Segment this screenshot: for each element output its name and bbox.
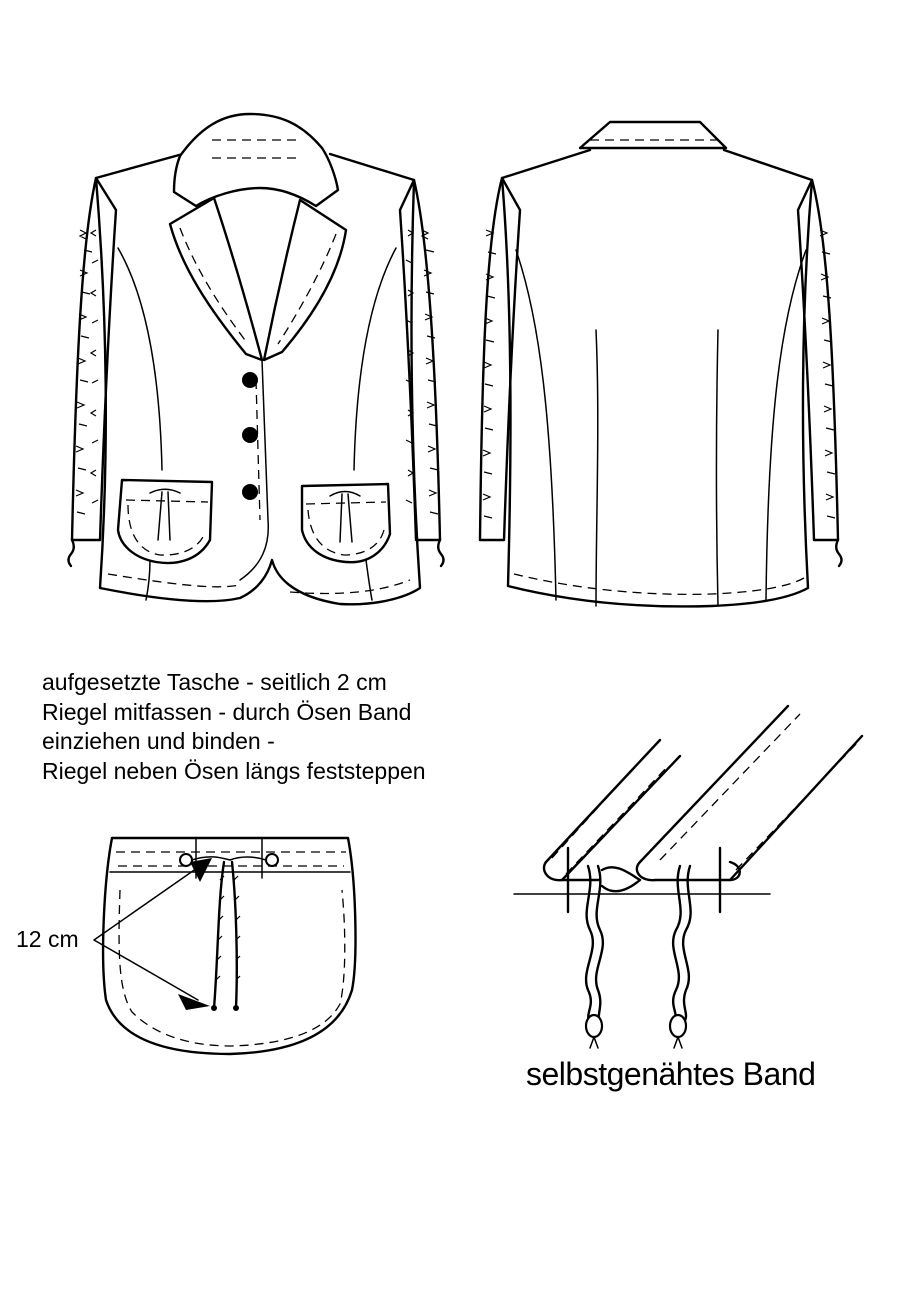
band-strand xyxy=(671,864,692,1024)
lapel-right xyxy=(262,198,348,362)
pocket-left xyxy=(116,478,214,565)
band-detail xyxy=(513,704,864,1049)
eyelet xyxy=(179,853,193,867)
sleeve-gathers-left xyxy=(75,229,99,515)
arrowhead xyxy=(178,994,210,1010)
drawstring xyxy=(212,860,238,1010)
band-caption: selbstgenähtes Band xyxy=(526,1056,816,1092)
sleeve-gathers-right xyxy=(405,229,439,515)
measure-label: 12 cm xyxy=(16,926,79,952)
measure-arrow xyxy=(93,865,201,1001)
pocket-detail xyxy=(93,836,357,1056)
button xyxy=(242,427,258,443)
collar-front xyxy=(172,112,340,208)
instruction-line: Riegel neben Ösen längs feststeppen xyxy=(42,757,426,784)
instruction-line: Riegel mitfassen - durch Ösen Band xyxy=(42,698,412,725)
sleeve-drawstring-left xyxy=(67,538,75,568)
knot xyxy=(668,1013,688,1039)
arrowhead xyxy=(190,858,212,882)
sewing-instructions: aufgesetzte Tasche - seitlich 2 cm Riege… xyxy=(42,668,562,786)
sleeve-drawstring-right xyxy=(437,538,445,568)
jacket-back-view xyxy=(478,120,843,608)
instruction-line: einziehen und binden - xyxy=(42,728,275,754)
collar-back xyxy=(578,120,728,150)
lapel-left xyxy=(168,196,264,362)
eyelet xyxy=(265,853,279,867)
pocket-right xyxy=(300,482,392,564)
jacket-front-view xyxy=(67,112,445,606)
knot xyxy=(584,1013,604,1039)
band-strand xyxy=(584,864,605,1024)
button xyxy=(242,372,258,388)
button xyxy=(242,484,258,500)
instruction-line: aufgesetzte Tasche - seitlich 2 cm xyxy=(42,669,387,695)
